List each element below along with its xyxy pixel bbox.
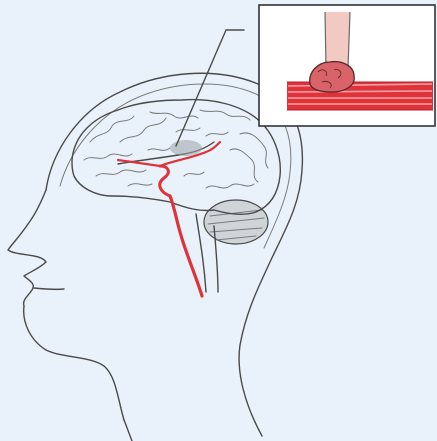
chin-jaw-outline: [24, 306, 124, 420]
cerebellum: [204, 200, 268, 244]
mouth-line: [34, 288, 64, 289]
inset-magnified-aneurysm: [259, 5, 435, 126]
skull-outline: [46, 73, 302, 436]
carotid-artery: [170, 196, 202, 296]
aneurysm-site-shading: [170, 140, 202, 156]
inset-stalk-vessel: [325, 12, 350, 68]
lips-outline: [24, 262, 46, 306]
neck-front-line: [124, 420, 132, 441]
head-outline: [8, 73, 302, 441]
cerebellum-shape: [204, 200, 268, 244]
leader-line: [176, 30, 244, 146]
forehead-outline: [28, 190, 46, 224]
tortuous-artery-segment: [160, 166, 170, 196]
cerebrum: [72, 100, 280, 215]
nose-outline: [8, 224, 46, 262]
inset-aneurysm-sac: [310, 62, 354, 92]
